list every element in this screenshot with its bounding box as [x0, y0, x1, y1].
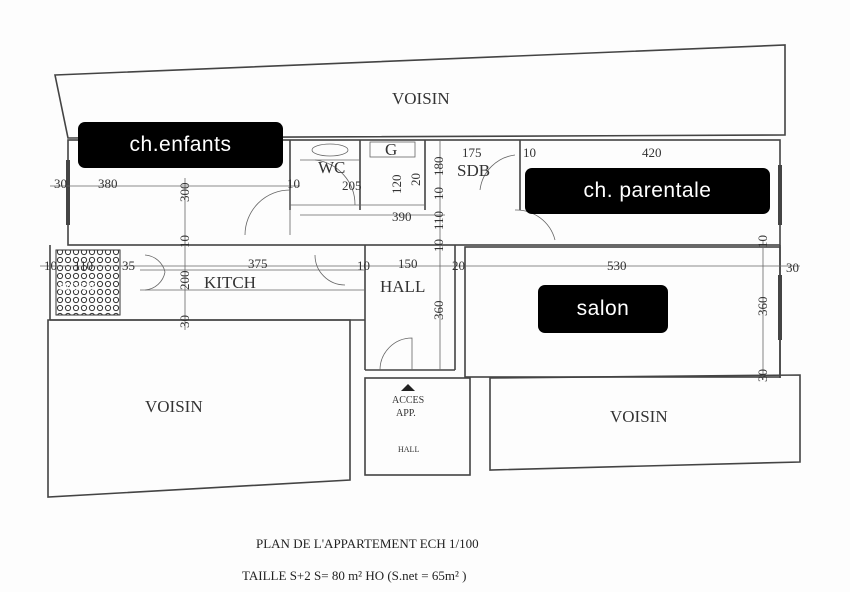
acces-hall-label: HALL [398, 445, 419, 454]
doors [144, 154, 556, 371]
dimension-label: 10 [357, 258, 370, 273]
dimension-label: 30 [755, 369, 770, 382]
dimension-label: 10 [431, 239, 446, 252]
dimension-label: 380 [98, 176, 118, 191]
dimension-label: 20 [408, 173, 423, 186]
room-voisin-left: VOISIN [145, 397, 203, 416]
dimension-label: 30 [786, 260, 799, 275]
acces-label: ACCES [392, 395, 424, 406]
dimension-label: 150 [398, 256, 418, 271]
room-voisin-right: VOISIN [610, 407, 668, 426]
entrance-arrow-icon [401, 384, 415, 391]
dimension-label: 10 [431, 187, 446, 200]
dimension-lines [40, 140, 800, 380]
dimension-label: 110 [74, 258, 93, 273]
dimension-label: 180 [431, 157, 446, 177]
dimension-label: 10 [755, 235, 770, 248]
app-label: APP. [396, 408, 416, 419]
plan-subtitle: TAILLE S+2 S= 80 m² HO (S.net = 65m² ) [242, 568, 466, 583]
dimension-label: 420 [642, 145, 662, 160]
neighbour-top [54, 44, 786, 139]
dimension-label: 360 [431, 301, 446, 321]
dimension-label: 35 [122, 258, 135, 273]
dimension-label: 10 [287, 176, 300, 191]
label-ch-parentale: ch. parentale [525, 168, 770, 214]
dimension-label: 360 [755, 297, 770, 317]
dimension-label: 300 [177, 183, 192, 203]
room-sdb: SDB [457, 161, 490, 180]
plan-title: PLAN DE L'APPARTEMENT ECH 1/100 [256, 536, 479, 551]
room-voisin-top: VOISIN [392, 89, 450, 108]
dimension-label: 10 [523, 145, 536, 160]
dimension-label: 110 [431, 211, 446, 230]
dimension-label: 390 [392, 209, 412, 224]
dimension-label: 175 [462, 145, 482, 160]
room-g: G [385, 140, 397, 159]
room-sechoir: SECHOIR [59, 282, 98, 292]
label-ch-enfants: ch.enfants [78, 122, 283, 168]
dimension-label: 205 [342, 178, 362, 193]
room-hall: HALL [380, 277, 425, 296]
room-wc: WC [318, 158, 345, 177]
dimension-label: 200 [177, 271, 192, 291]
dimension-label: 30 [54, 176, 67, 191]
label-salon: salon [538, 285, 668, 333]
dimension-label: 10 [177, 235, 192, 248]
dimension-label: 30 [177, 315, 192, 328]
dimension-label: 10 [44, 258, 57, 273]
dimension-label: 375 [248, 256, 268, 271]
dimension-label: 120 [389, 175, 404, 195]
dimension-labels: 30 380 300 10 205 120 20 180 175 10 420 … [44, 145, 799, 382]
dimension-label: 530 [607, 258, 627, 273]
neighbour-right [489, 374, 801, 471]
room-kitch: KITCH [204, 273, 256, 292]
dimension-label: 20 [452, 258, 465, 273]
